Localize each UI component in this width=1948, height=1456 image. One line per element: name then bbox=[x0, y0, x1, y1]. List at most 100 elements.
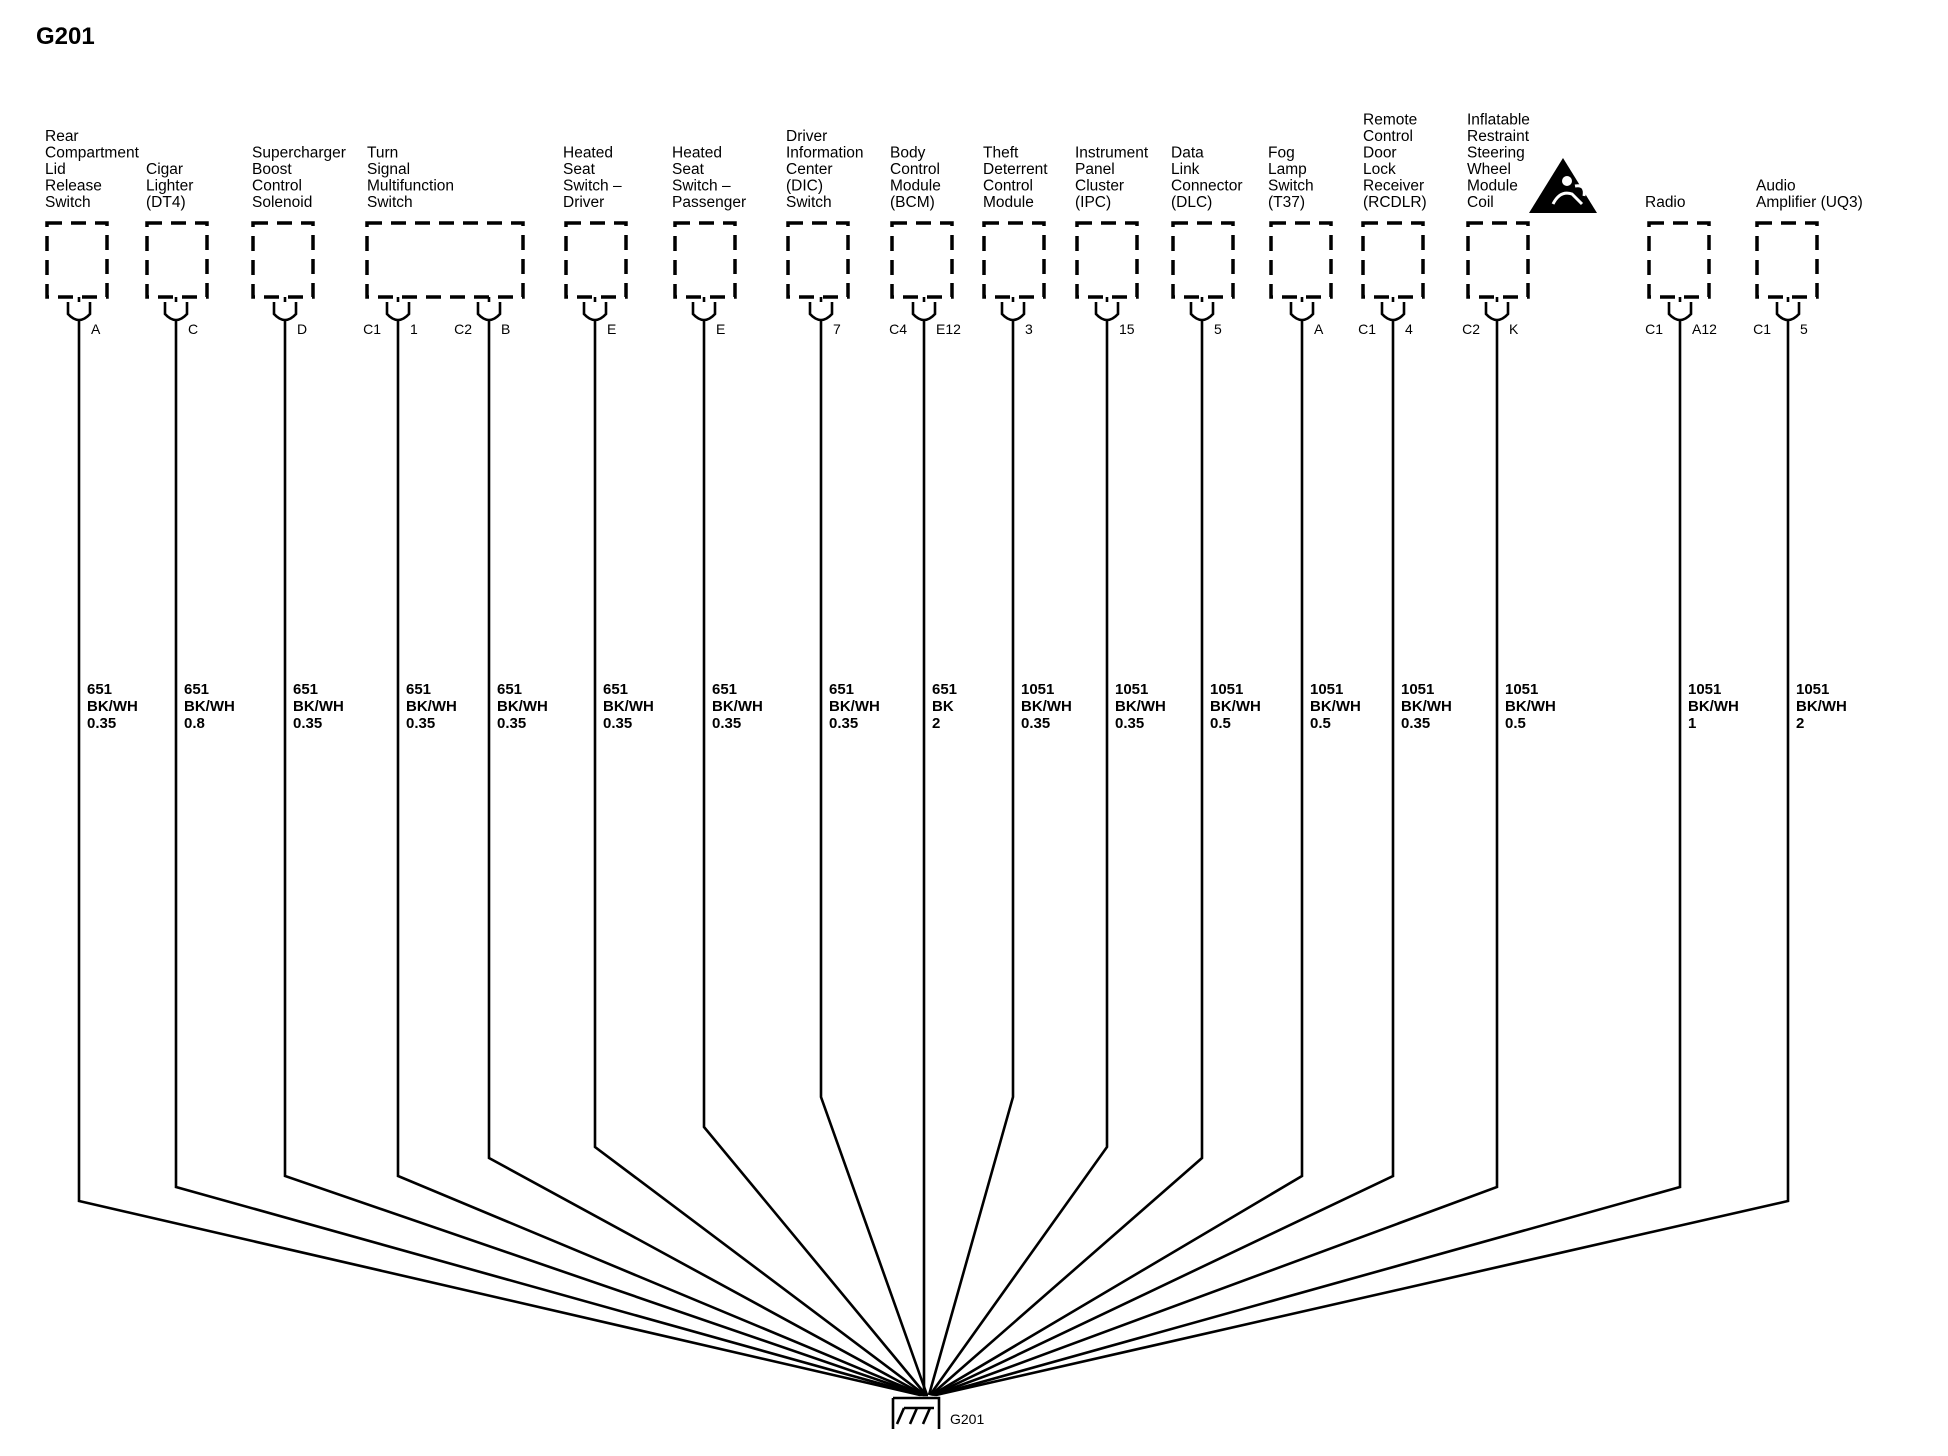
wire-label-line: BK/WH bbox=[497, 698, 548, 715]
component-label-line: Restraint bbox=[1467, 128, 1530, 145]
component-label-line: Cluster bbox=[1075, 178, 1124, 195]
wire-label-line: 1051 bbox=[1210, 681, 1243, 698]
wires-layer bbox=[77, 320, 1790, 1397]
component-label-line: Inflatable bbox=[1467, 112, 1530, 129]
component-label-line: Audio bbox=[1756, 178, 1796, 195]
wire-label-line: 651 bbox=[406, 681, 431, 698]
wire-label-line: 1051 bbox=[1115, 681, 1148, 698]
connector-id: C1 bbox=[363, 321, 381, 337]
component-inflatable-restraint-steering-wheel-module-coil: InflatableRestraintSteeringWheelModuleCo… bbox=[1462, 112, 1597, 732]
wire-label-line: 651 bbox=[829, 681, 854, 698]
wire-audio-amplifier-1 bbox=[935, 320, 1790, 1397]
component-label-line: Fog bbox=[1268, 145, 1295, 162]
component-label-line: Control bbox=[252, 178, 302, 195]
airbag-warning-icon bbox=[1529, 158, 1597, 213]
component-label-line: Panel bbox=[1075, 161, 1115, 178]
wire-label-line: BK bbox=[932, 698, 954, 715]
wire-label-line: 1051 bbox=[1796, 681, 1829, 698]
component-label-line: (DIC) bbox=[786, 178, 823, 195]
component-label-line: Door bbox=[1363, 145, 1397, 162]
component-label-line: Control bbox=[1363, 128, 1413, 145]
component-box bbox=[982, 221, 1046, 299]
wire-label-line: 0.5 bbox=[1310, 715, 1331, 732]
pin-number: 5 bbox=[1800, 321, 1808, 337]
component-label-line: Passenger bbox=[672, 194, 746, 211]
connector-hook bbox=[1667, 302, 1693, 322]
wire-driver-information-center-switch-1 bbox=[819, 320, 929, 1396]
connector-hook bbox=[911, 302, 937, 322]
wire-label-line: BK/WH bbox=[87, 698, 138, 715]
component-label-line: Amplifier (UQ3) bbox=[1756, 194, 1863, 211]
pin-number: A12 bbox=[1692, 321, 1717, 337]
wire-body-control-module-1 bbox=[922, 320, 928, 1397]
connector-hook bbox=[476, 302, 502, 322]
ground-bracket bbox=[891, 1396, 941, 1429]
wire-label-line: 651 bbox=[712, 681, 737, 698]
component-label-line: Driver bbox=[563, 194, 604, 211]
pin-number: E bbox=[607, 321, 616, 337]
wire-label-line: 0.35 bbox=[293, 715, 322, 732]
wire-label-line: 1051 bbox=[1310, 681, 1343, 698]
connector-hook bbox=[1484, 302, 1510, 322]
connector-hook bbox=[66, 302, 92, 322]
wire-heated-seat-switch-driver-1 bbox=[593, 320, 926, 1397]
component-label-line: Lock bbox=[1363, 161, 1396, 178]
component-label-line: Heated bbox=[672, 145, 722, 162]
component-label-line: (DLC) bbox=[1171, 194, 1212, 211]
component-label-line: Information bbox=[786, 145, 864, 162]
connector-id: C2 bbox=[1462, 321, 1480, 337]
connector-hook bbox=[385, 302, 411, 322]
pin-number: E bbox=[716, 321, 725, 337]
component-label-line: Turn bbox=[367, 145, 398, 162]
wire-label-line: BK/WH bbox=[712, 698, 763, 715]
component-box bbox=[1269, 221, 1333, 299]
component-rear-compartment-lid-release-switch: RearCompartmentLidReleaseSwitchA651BK/WH… bbox=[45, 128, 140, 732]
component-label-line: (DT4) bbox=[146, 194, 186, 211]
wire-turn-signal-multifunction-switch-2 bbox=[487, 320, 925, 1397]
wire-label-line: 651 bbox=[497, 681, 522, 698]
wire-rear-compartment-lid-release-switch-1 bbox=[77, 320, 921, 1397]
component-label-line: Module bbox=[1467, 178, 1518, 195]
diagram-title: G201 bbox=[36, 23, 95, 50]
component-box bbox=[1361, 221, 1425, 299]
wire-label-line: 0.35 bbox=[829, 715, 858, 732]
components-layer: RearCompartmentLidReleaseSwitchA651BK/WH… bbox=[45, 112, 1863, 733]
wire-label-line: 651 bbox=[184, 681, 209, 698]
wire-label-line: 1051 bbox=[1505, 681, 1538, 698]
wire-label-line: 1051 bbox=[1401, 681, 1434, 698]
connector-id: C2 bbox=[454, 321, 472, 337]
wire-label-line: 2 bbox=[932, 715, 940, 732]
wire-label-line: BK/WH bbox=[1505, 698, 1556, 715]
component-box bbox=[1075, 221, 1139, 299]
component-label-line: Heated bbox=[563, 145, 613, 162]
connector-hook bbox=[1000, 302, 1026, 322]
wire-label-line: BK/WH bbox=[1401, 698, 1452, 715]
component-box bbox=[673, 221, 737, 299]
component-label-line: Center bbox=[786, 161, 833, 178]
wire-label-line: 0.8 bbox=[184, 715, 205, 732]
wire-label-line: 1 bbox=[1688, 715, 1696, 732]
pin-number: B bbox=[501, 321, 510, 337]
wire-heated-seat-switch-passenger-1 bbox=[702, 320, 928, 1396]
connector-id: C1 bbox=[1753, 321, 1771, 337]
wire-inflatable-restraint-steering-wheel-module-coil-1 bbox=[933, 320, 1499, 1397]
wire-fog-lamp-switch-1 bbox=[931, 320, 1304, 1397]
wire-label-line: BK/WH bbox=[293, 698, 344, 715]
component-label-line: Lamp bbox=[1268, 161, 1307, 178]
component-box bbox=[564, 221, 628, 299]
wire-turn-signal-multifunction-switch-1 bbox=[396, 320, 924, 1397]
component-label-line: Supercharger bbox=[252, 145, 346, 162]
wire-label-line: BK/WH bbox=[184, 698, 235, 715]
component-label-line: Switch – bbox=[672, 178, 731, 195]
component-label-line: Switch bbox=[45, 194, 91, 211]
component-label-line: Lighter bbox=[146, 178, 193, 195]
wire-radio-1 bbox=[934, 320, 1682, 1397]
component-label-line: Release bbox=[45, 178, 102, 195]
ground-hatch bbox=[895, 1406, 934, 1425]
